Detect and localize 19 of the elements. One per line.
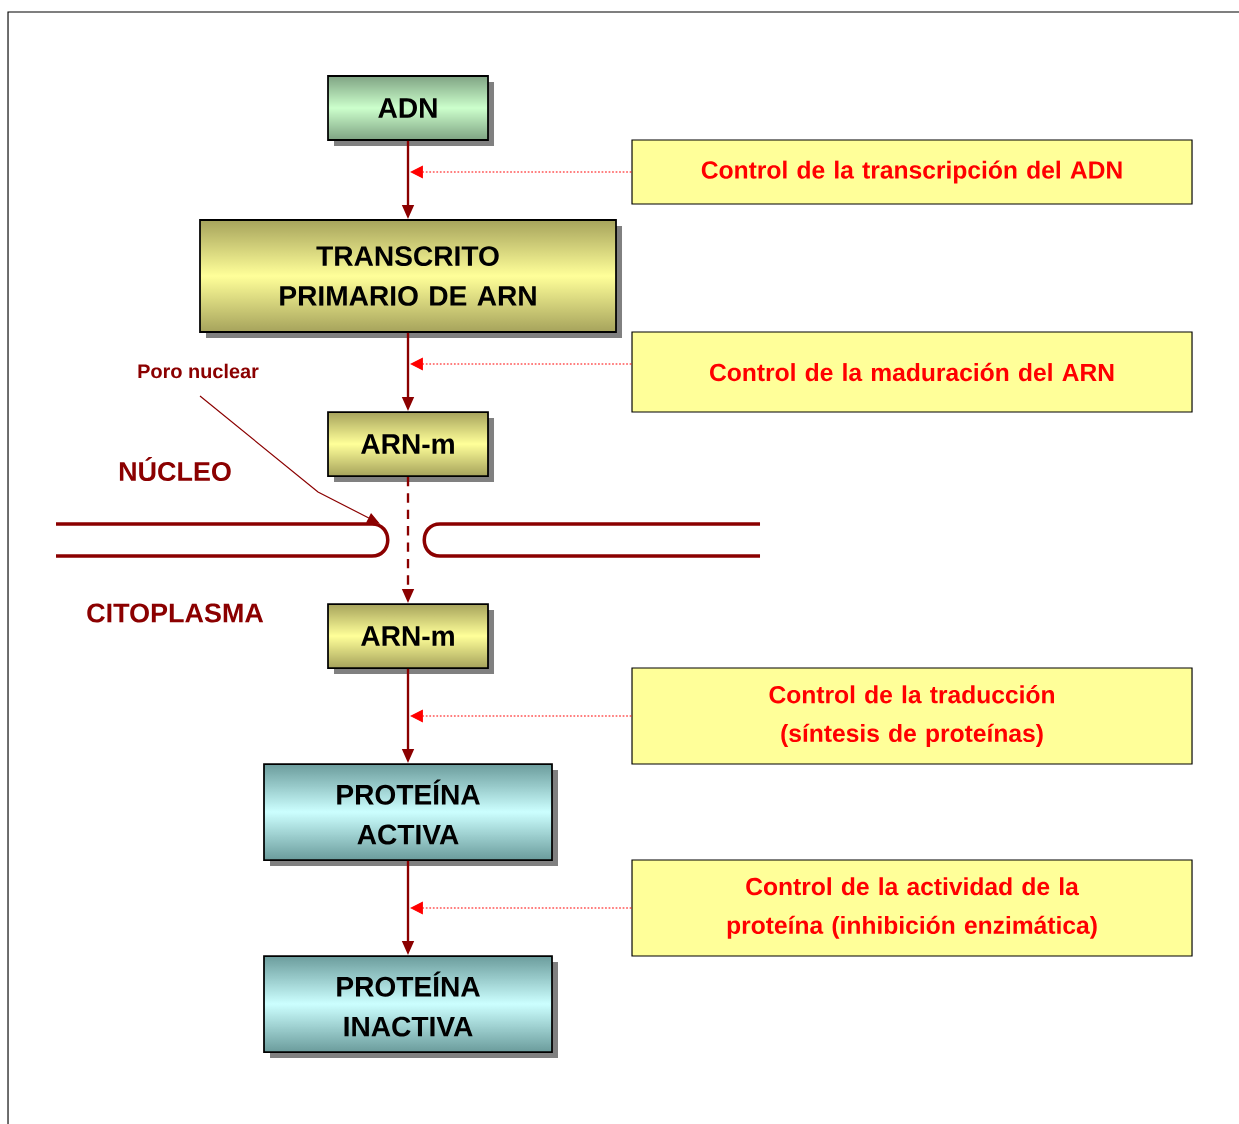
control-arrow (410, 165, 632, 179)
control-box: Control de la transcripción del ADN (631, 139, 1193, 205)
control-box: Control de la maduración del ARN (631, 331, 1193, 413)
leader-line (199, 395, 380, 524)
process-box: ARN-m (327, 603, 494, 674)
process-box: PROTEÍNA INACTIVA (263, 955, 558, 1058)
control-arrow (410, 901, 632, 915)
membrane-drawing (56, 522, 390, 558)
region-label: CITOPLASMA (87, 603, 264, 623)
control-box: Control de la actividad de la proteína (inhibición enzimática) (631, 859, 1193, 957)
region-label: NÚCLEO (119, 456, 231, 482)
process-box: ADN (327, 75, 494, 146)
process-box: PROTEÍNA ACTIVA (263, 763, 558, 866)
process-box: ARN-m (327, 411, 494, 482)
control-arrow (410, 357, 632, 371)
control-box: Control de la traducción (síntesis de proteínas) (631, 667, 1193, 765)
control-arrow (410, 709, 632, 723)
process-box: TRANSCRITO PRIMARIO DE ARN (199, 219, 622, 338)
callout-text: Poro nuclear (138, 363, 259, 379)
